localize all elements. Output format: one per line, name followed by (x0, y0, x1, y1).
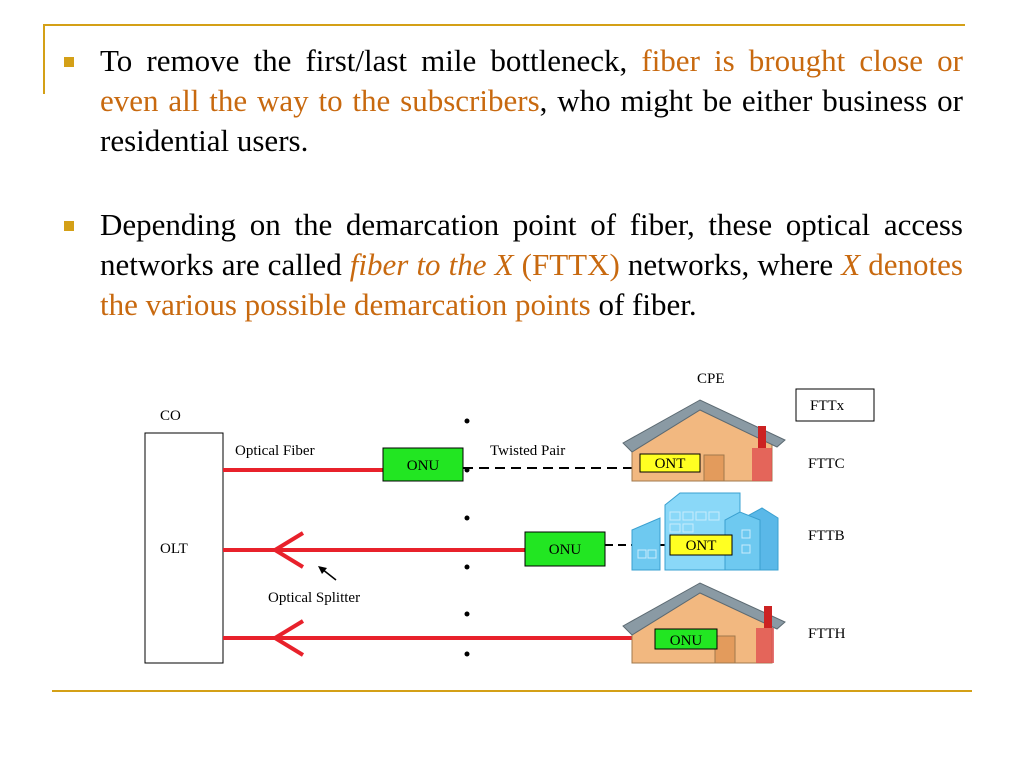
olt-box (144, 432, 224, 664)
bullet-square-icon (64, 57, 74, 67)
bullet-2-segment: of fiber. (590, 287, 697, 322)
bullet-2-segment: (FTTX) (513, 247, 620, 282)
onu-label-fttc: ONU (407, 458, 440, 474)
fttb-label: FTTB (808, 528, 845, 544)
olt-label: OLT (160, 541, 188, 557)
ellipsis-dots (464, 418, 470, 657)
bullet-2-segment: networks, where (619, 247, 842, 282)
onu-label-ftth: ONU (670, 633, 703, 649)
ont-box-fttc (639, 453, 701, 473)
onu-box-fttc (382, 447, 464, 482)
twisted-pair-label: Twisted Pair (490, 443, 565, 459)
ftth-label: FTTH (808, 626, 846, 642)
bullet-text-2: Depending on the demarcation point of fi… (100, 205, 963, 325)
slide-left-rule (43, 24, 45, 94)
bullet-1-segment: , who might be either business or reside… (100, 83, 963, 158)
bullet-square-icon (64, 221, 74, 231)
cpe-label: CPE (697, 371, 725, 387)
slide-bottom-rule (52, 690, 972, 692)
house-icon-ftth (622, 582, 786, 664)
bullet-2-segment: denotes the various possible demarcation… (100, 247, 963, 322)
onu-box-ftth (654, 628, 718, 650)
bullet-2-segment: fiber to the X (349, 247, 514, 282)
onu-label-fttb: ONU (549, 542, 582, 558)
splitter-pointer-icon (318, 566, 327, 574)
bullet-1-segment: To remove the first/last mile bottleneck… (100, 43, 642, 78)
splitter-arrow-fttb (271, 531, 305, 569)
fttx-box (795, 388, 875, 422)
splitter-arrow-ftth (271, 619, 305, 657)
slide-top-rule (43, 24, 965, 26)
co-label: CO (160, 408, 181, 424)
bullet-text-1: To remove the first/last mile bottleneck… (100, 41, 963, 161)
fttx-box-label: FTTx (810, 398, 845, 414)
bullet-2-segment: X (841, 247, 861, 282)
ont-box-fttb (669, 534, 733, 556)
building-icon-fttb (631, 492, 779, 571)
bullet-1-segment: fiber is brought close or even all the w… (100, 43, 963, 118)
ont-label-fttb: ONT (686, 538, 717, 554)
onu-box-fttb (524, 531, 606, 567)
optical-splitter-label: Optical Splitter (268, 590, 360, 606)
ont-label-fttc: ONT (655, 456, 686, 472)
fttc-label: FTTC (808, 456, 845, 472)
bullet-2-segment: Depending on the demarcation point of fi… (100, 207, 963, 282)
optical-fiber-label: Optical Fiber (235, 443, 315, 459)
